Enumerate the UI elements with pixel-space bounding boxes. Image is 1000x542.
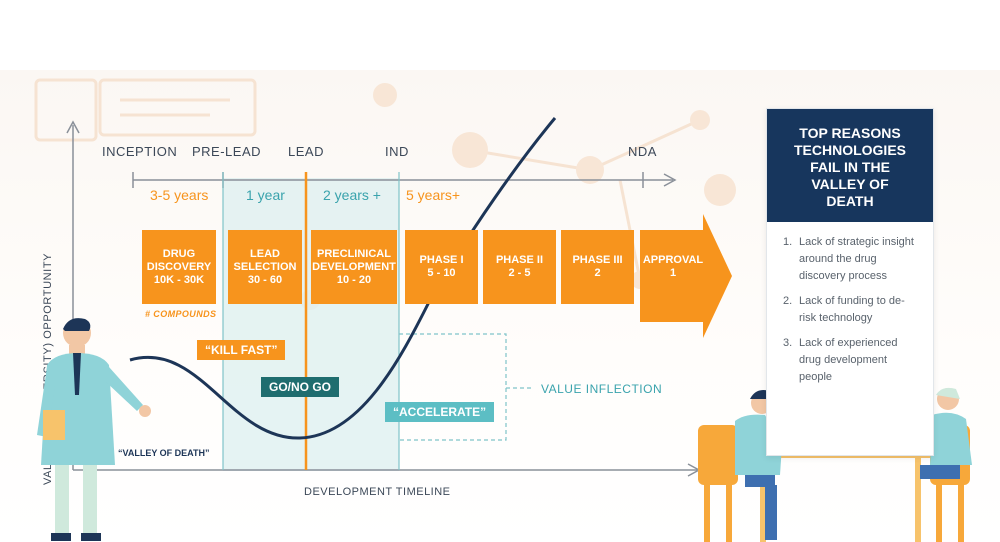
- stage-lead: LEAD: [288, 144, 324, 159]
- box-line: 1: [669, 267, 677, 279]
- title-line: VALLEY OF: [811, 176, 889, 192]
- valley-of-death-curve: [129, 117, 557, 440]
- stage-timeline-arrow-icon: [663, 173, 677, 187]
- title-line: FAIL IN THE: [810, 159, 890, 175]
- reason-number: 2.: [783, 295, 793, 307]
- valley-of-death-label: “VALLEY OF DEATH”: [118, 448, 210, 458]
- value-inflection-label: VALUE INFLECTION: [541, 382, 663, 396]
- kill-fast-tag: “KILL FAST”: [197, 340, 286, 360]
- title-line: TOP REASONS: [799, 125, 901, 141]
- y-axis-arrow-icon: [66, 120, 80, 134]
- box-line: 10 - 20: [336, 273, 372, 286]
- reason-item: 3. Lack of experienced drug development …: [783, 335, 921, 386]
- title-line: DEATH: [826, 193, 874, 209]
- box-line: PRECLINICAL: [317, 247, 391, 260]
- box-line: PHASE I: [419, 254, 464, 266]
- reason-number: 3.: [783, 337, 793, 349]
- reason-item: 1. Lack of strategic insight around the …: [783, 234, 921, 285]
- box-line: DISCOVERY: [146, 260, 212, 273]
- duration-discovery: 3-5 years: [150, 187, 209, 203]
- approval-arrow-head: [640, 214, 732, 338]
- reason-number: 1.: [783, 236, 793, 248]
- box-line: SELECTION: [233, 260, 297, 273]
- box-line: 2: [594, 267, 601, 279]
- accelerate-tag: “ACCELERATE”: [385, 402, 495, 422]
- reason-item: 2. Lack of funding to de-risk technology: [783, 293, 921, 327]
- stage-ind: IND: [385, 144, 409, 159]
- box-line: DRUG: [162, 247, 196, 260]
- scientist-illustration: [37, 318, 151, 541]
- box-line: DEVELOPMENT: [312, 260, 396, 273]
- reason-text: Lack of experienced drug development peo…: [799, 337, 898, 383]
- box-preclinical-development: PRECLINICAL DEVELOPMENT 10 - 20: [311, 230, 397, 304]
- box-line: LEAD: [250, 247, 280, 260]
- stage-nda: NDA: [628, 144, 657, 159]
- title-line: TECHNOLOGIES: [793, 142, 906, 158]
- reason-text: Lack of funding to de-risk technology: [799, 295, 905, 324]
- compounds-note: # COMPOUNDS: [145, 309, 217, 319]
- value-inflection-dashed-box: [399, 333, 507, 441]
- box-line: APPROVAL: [642, 254, 704, 266]
- stage-inception: INCEPTION: [102, 144, 178, 159]
- reason-text: Lack of strategic insight around the dru…: [799, 236, 914, 282]
- x-axis-label: DEVELOPMENT TIMELINE: [304, 486, 451, 498]
- duration-clinical: 5 years+: [406, 187, 461, 203]
- box-approval: APPROVAL 1: [638, 230, 708, 304]
- box-line: PHASE II: [495, 254, 544, 266]
- box-line: 10K - 30K: [153, 273, 205, 286]
- box-line: 5 - 10: [427, 267, 456, 279]
- duration-preclinical: 2 years +: [323, 187, 381, 203]
- box-lead-selection: LEAD SELECTION 30 - 60: [228, 230, 302, 304]
- top-reasons-title: TOP REASONS TECHNOLOGIES FAIL IN THE VAL…: [767, 109, 933, 222]
- box-line: 30 - 60: [247, 273, 283, 286]
- box-line: PHASE III: [572, 254, 623, 266]
- top-reasons-panel: TOP REASONS TECHNOLOGIES FAIL IN THE VAL…: [766, 108, 934, 456]
- duration-lead-selection: 1 year: [246, 187, 285, 203]
- box-phase-3: PHASE III 2: [561, 230, 634, 304]
- stage-pre-lead: PRE-LEAD: [192, 144, 262, 159]
- go-no-go-tag: GO/NO GO: [261, 377, 340, 397]
- box-phase-2: PHASE II 2 - 5: [483, 230, 556, 304]
- box-line: 2 - 5: [508, 267, 531, 279]
- box-drug-discovery: DRUG DISCOVERY 10K - 30K: [142, 230, 216, 304]
- box-phase-1: PHASE I 5 - 10: [405, 230, 478, 304]
